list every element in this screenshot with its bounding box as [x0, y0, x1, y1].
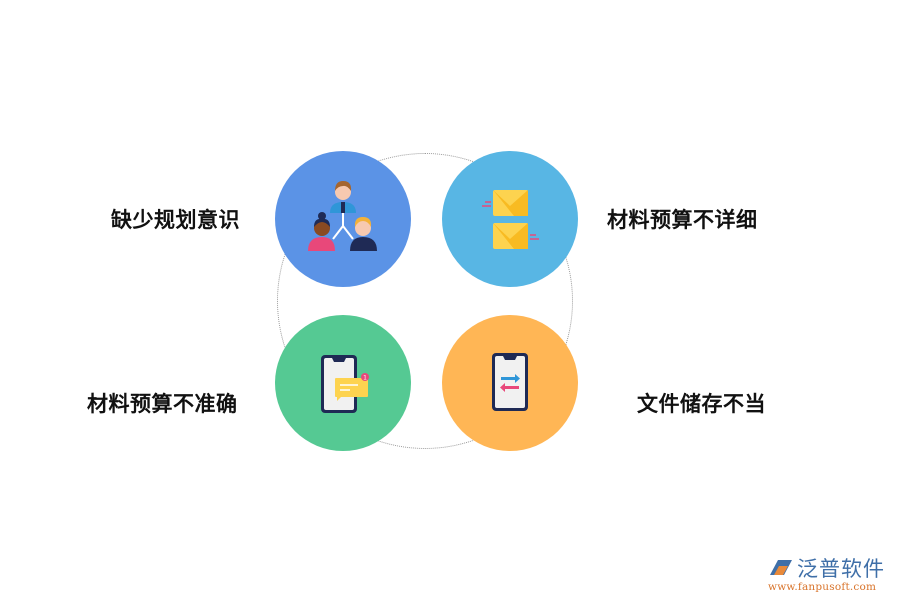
logo-mark-icon — [770, 560, 792, 575]
team-hierarchy-icon — [308, 181, 377, 251]
circle-file-storage — [442, 315, 578, 451]
logo-brand-text: 泛普软件 — [797, 557, 885, 581]
envelopes-icon — [482, 190, 539, 249]
label-budget-accuracy: 材料预算不准确 — [87, 392, 238, 416]
logo-url-text: www.fanpusoft.com — [768, 581, 877, 593]
label-budget-detail: 材料预算不详细 — [607, 208, 758, 232]
circle-budget-detail — [442, 151, 578, 287]
circle-budget-accuracy: 1 — [275, 315, 411, 451]
phone-notification-icon: 1 — [321, 355, 369, 413]
label-file-storage: 文件储存不当 — [637, 392, 766, 416]
circle-planning — [275, 151, 411, 287]
phone-transfer-icon — [492, 353, 528, 411]
notification-badge: 1 — [363, 375, 367, 382]
fanpusoft-logo: 泛普软件 www.fanpusoft.com — [768, 553, 893, 593]
dotted-ring — [277, 153, 573, 449]
label-planning: 缺少规划意识 — [111, 208, 240, 232]
